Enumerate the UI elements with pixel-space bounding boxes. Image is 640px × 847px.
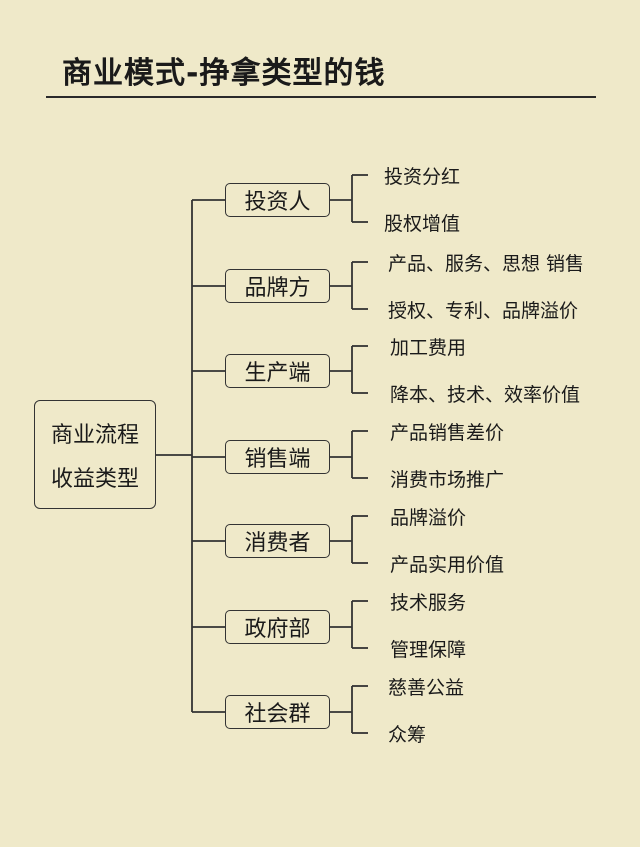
leaf-item: 降本、技术、效率价值 (390, 384, 581, 406)
category-government: 政府部 (225, 610, 330, 644)
title-underline (46, 96, 596, 98)
leaf-item: 品牌溢价 (390, 507, 467, 529)
category-investor: 投资人 (225, 183, 330, 217)
category-production: 生产端 (225, 354, 330, 388)
leaf-item: 产品销售差价 (390, 422, 505, 444)
leaf-item: 加工费用 (390, 337, 467, 359)
root-label-line2: 收益类型 (50, 466, 139, 492)
bracket-sales (330, 430, 368, 479)
root-node: 商业流程 收益类型 (34, 400, 156, 509)
page-title: 商业模式-挣拿类型的钱 (62, 56, 386, 91)
leaf-item: 投资分红 (384, 166, 461, 188)
bracket-investor (330, 174, 368, 223)
bracket-production (330, 345, 368, 394)
category-consumer: 消费者 (225, 524, 330, 558)
leaf-item: 众筹 (388, 724, 427, 746)
leaf-item: 股权增值 (384, 213, 461, 235)
bracket-society (330, 685, 368, 734)
bracket-brand (330, 261, 368, 310)
leaf-item: 授权、专利、品牌溢价 (388, 300, 579, 322)
bracket-consumer (330, 515, 368, 564)
leaf-item: 消费市场推广 (390, 469, 505, 491)
category-society: 社会群 (225, 695, 330, 729)
bracket-government (330, 600, 368, 649)
leaf-item: 慈善公益 (388, 677, 465, 699)
leaf-item: 产品实用价值 (390, 554, 505, 576)
category-sales: 销售端 (225, 440, 330, 474)
category-brand: 品牌方 (225, 269, 330, 303)
leaf-item: 技术服务 (390, 592, 467, 614)
root-label-line1: 商业流程 (50, 422, 139, 448)
leaf-item: 产品、服务、思想 销售 (388, 253, 585, 275)
leaf-item: 管理保障 (390, 639, 467, 661)
